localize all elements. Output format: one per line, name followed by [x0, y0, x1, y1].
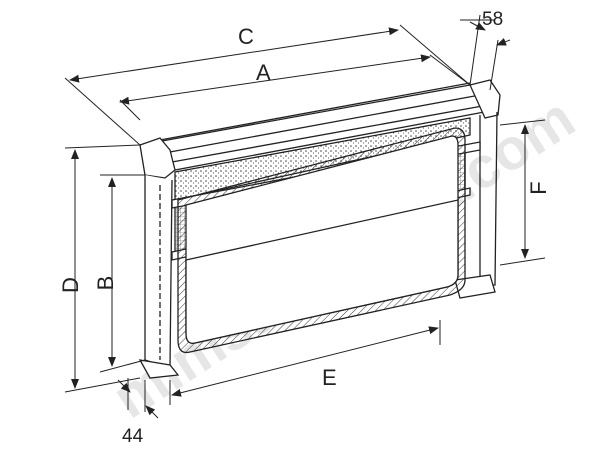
dimension-label-d: D: [58, 277, 83, 293]
dimension-lines: [64, 14, 546, 419]
dimension-label-f: F: [526, 181, 551, 194]
dimension-label-44: 44: [122, 426, 144, 447]
dimension-label-b: B: [93, 276, 118, 291]
dimension-label-e: E: [322, 365, 337, 390]
dimension-label-a: A: [256, 60, 271, 85]
window-drawing: [138, 79, 501, 379]
dimension-label-c: C: [238, 24, 254, 49]
dimension-label-58: 58: [482, 9, 503, 30]
